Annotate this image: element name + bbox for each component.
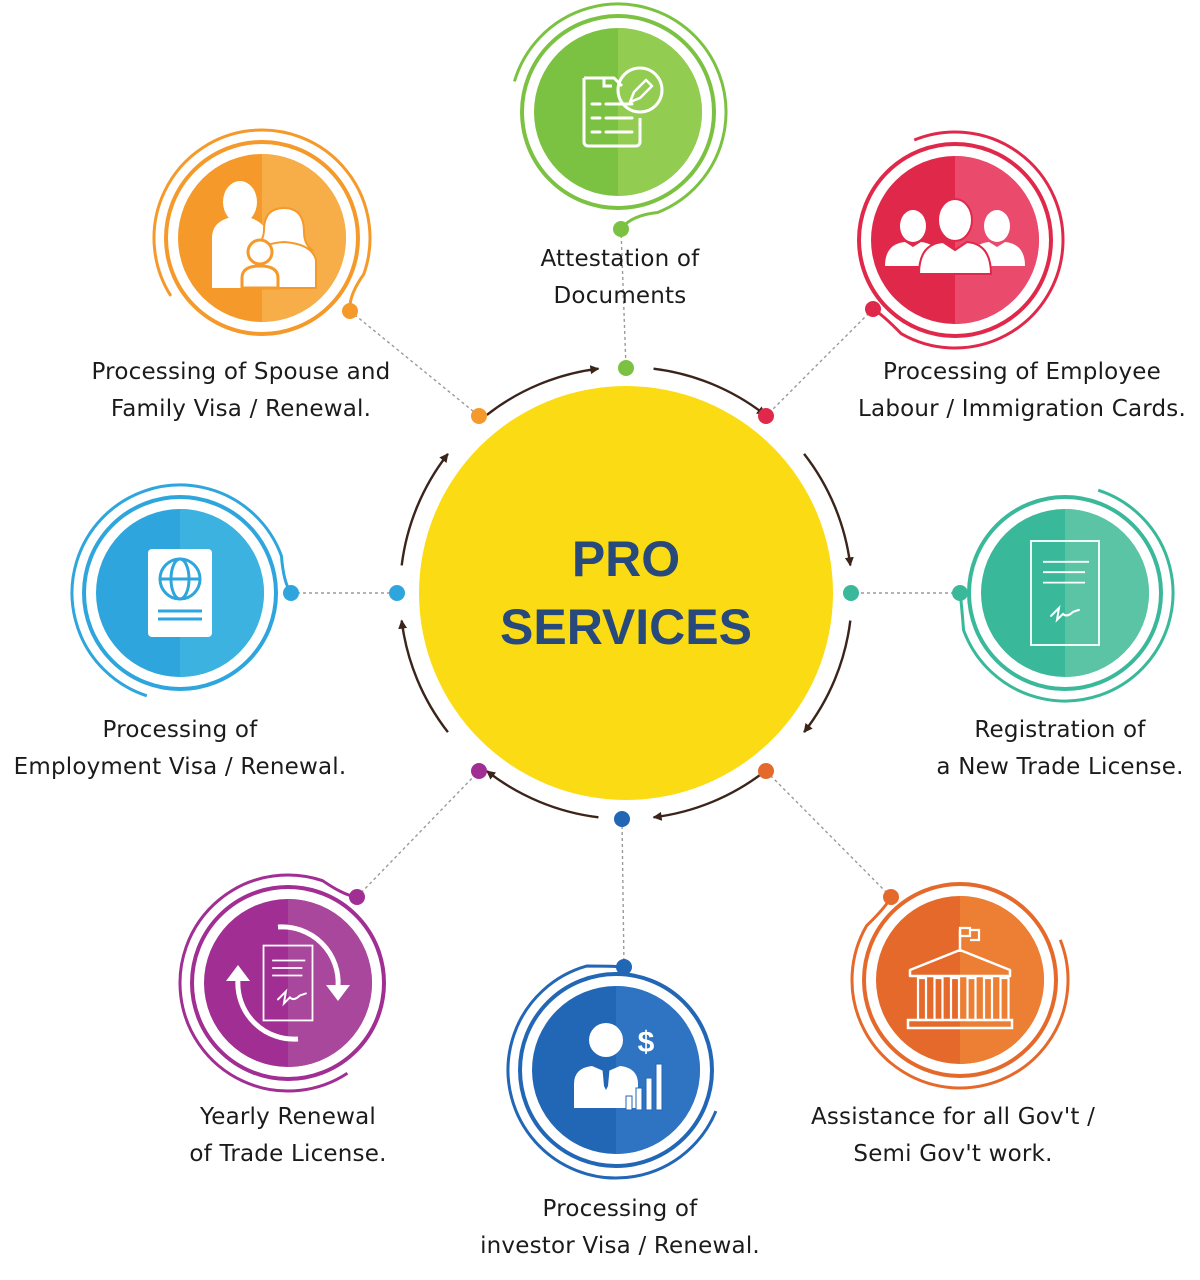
- label-line: Yearly Renewal: [200, 1104, 376, 1130]
- center-title: PRO SERVICES: [500, 525, 752, 661]
- connector-dot: [349, 889, 365, 905]
- cycle-arrow: [486, 770, 599, 819]
- connector-dot: [283, 585, 299, 601]
- renewal-document-icon: [226, 924, 350, 1042]
- label-line: of Trade License.: [189, 1141, 387, 1167]
- investor-growth-icon: $: [574, 1023, 663, 1111]
- document-edit-icon: [582, 66, 664, 148]
- cycle-arrow: [486, 365, 600, 416]
- service-swirl-arc: [178, 873, 358, 1093]
- label-line: Documents: [553, 283, 687, 309]
- label-line: Processing of: [542, 1196, 698, 1222]
- center-title-line1: PRO: [571, 531, 681, 587]
- label-line: Processing of Spouse and: [91, 359, 391, 385]
- label-line: Labour / Immigration Cards.: [858, 396, 1186, 422]
- ring-dot: [614, 811, 630, 827]
- service-label-employee-cards: Processing of Employee Labour / Immigrat…: [858, 354, 1186, 428]
- cycle-arrow: [652, 770, 766, 821]
- cycle-arrow: [803, 620, 852, 733]
- service-ring: [164, 140, 360, 336]
- service-swirl-arc: [872, 130, 1065, 350]
- service-swirl-arc: [506, 964, 718, 1180]
- label-line: a New Trade License.: [936, 754, 1184, 780]
- service-node-employee-cards: [857, 130, 1065, 350]
- connector-line: [765, 770, 892, 898]
- connector-line: [621, 818, 625, 968]
- ring-dot: [758, 408, 774, 424]
- government-building-icon: [906, 926, 1014, 1030]
- employees-group-icon: [885, 198, 1025, 275]
- ring-dot: [471, 408, 487, 424]
- service-node-new-trade-license: [952, 488, 1175, 703]
- service-node-govt-work: [850, 882, 1070, 1090]
- service-ring: [862, 882, 1058, 1078]
- cycle-arrows-ring: [389, 360, 859, 827]
- ring-dot: [618, 360, 634, 376]
- label-line: Assistance for all Gov't /: [810, 1104, 1096, 1130]
- cycle-arrow: [400, 453, 449, 566]
- service-swirl-arc: [850, 896, 1070, 1090]
- service-nodes: $: [70, 2, 1175, 1180]
- label-line: Semi Gov't work.: [853, 1141, 1053, 1167]
- service-label-investor-visa: Processing of investor Visa / Renewal.: [480, 1191, 760, 1265]
- label-line: investor Visa / Renewal.: [480, 1233, 760, 1259]
- connector-line: [356, 770, 480, 898]
- service-label-attestation: Attestation of Documents: [541, 241, 700, 315]
- service-ring: [82, 495, 278, 691]
- label-line: Registration of: [974, 717, 1146, 743]
- service-swirl-arc: [512, 2, 728, 230]
- service-node-trade-license-renewal: [178, 873, 386, 1093]
- ring-dot: [471, 763, 487, 779]
- passport-icon: [148, 549, 212, 637]
- connector-dot: [616, 959, 632, 975]
- service-label-new-trade-license: Registration of a New Trade License.: [936, 712, 1183, 786]
- service-ring: [518, 972, 714, 1168]
- connector-dot: [883, 889, 899, 905]
- service-swirl-arc: [152, 128, 372, 312]
- connector-line: [349, 310, 480, 417]
- service-swirl-arc: [70, 483, 293, 698]
- service-ring: [967, 495, 1163, 691]
- service-swirl-arc: [958, 488, 1175, 703]
- connector-dot: [342, 303, 358, 319]
- label-line: Family Visa / Renewal.: [110, 396, 372, 422]
- service-label-trade-license-renewal: Yearly Renewal of Trade License.: [189, 1099, 386, 1173]
- center-title-line2: SERVICES: [500, 599, 752, 655]
- service-node-investor-visa: $: [506, 959, 718, 1180]
- connector-dot: [952, 585, 968, 601]
- cycle-arrow: [398, 619, 449, 733]
- service-node-employment-visa: [70, 483, 299, 698]
- service-label-family-visa: Processing of Spouse and Family Visa / R…: [92, 354, 391, 428]
- ring-dot: [389, 585, 405, 601]
- service-node-family-visa: [152, 128, 372, 336]
- label-line: Attestation of: [540, 246, 700, 272]
- center-circle: [419, 386, 833, 800]
- svg-text:$: $: [638, 1026, 655, 1059]
- service-label-employment-visa: Processing of Employment Visa / Renewal.: [14, 712, 347, 786]
- service-label-govt-work: Assistance for all Gov't / Semi Gov't wo…: [811, 1099, 1095, 1173]
- connector-dot: [613, 221, 629, 237]
- service-ring: [857, 142, 1053, 338]
- dotted-connectors: [291, 228, 960, 968]
- service-ring: [520, 14, 716, 210]
- family-icon: [212, 181, 317, 290]
- service-ring: [190, 885, 386, 1081]
- connector-line: [765, 308, 874, 417]
- label-line: Processing of Employee: [883, 359, 1161, 385]
- cycle-arrow: [653, 367, 766, 416]
- connector-line: [620, 228, 627, 369]
- signed-document-icon: [1030, 540, 1100, 646]
- connector-dot: [865, 301, 881, 317]
- label-line: Processing of: [102, 717, 258, 743]
- ring-dot: [758, 763, 774, 779]
- cycle-arrow: [803, 453, 854, 567]
- ring-dot: [843, 585, 859, 601]
- label-line: Employment Visa / Renewal.: [13, 754, 347, 780]
- service-node-attestation: [512, 2, 728, 237]
